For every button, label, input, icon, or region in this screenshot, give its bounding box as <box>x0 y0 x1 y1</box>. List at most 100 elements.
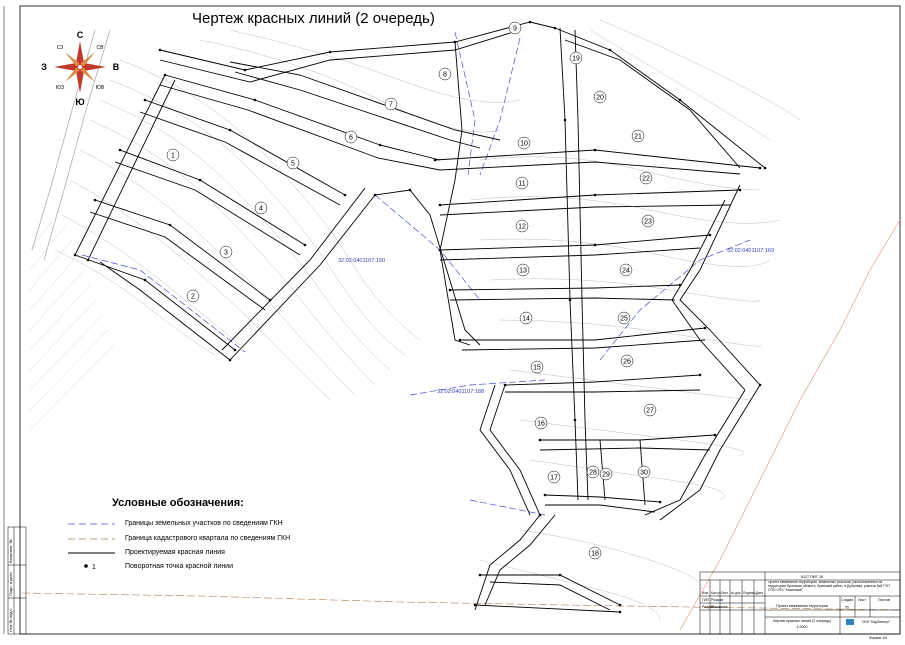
block-number-circle <box>619 263 633 277</box>
block-number-circle <box>515 176 529 190</box>
turning-points <box>73 20 767 614</box>
stamp-sheet-title: Чертеж красных линий (2 очередь) <box>773 619 831 623</box>
block-number: 25 <box>620 316 628 323</box>
company-logo <box>846 619 854 625</box>
block-number-circle <box>344 130 358 144</box>
stamp-header-izm: Изм. <box>702 591 709 595</box>
block-number: 16 <box>537 421 545 428</box>
stamp-author-role: Разраб. <box>702 605 715 609</box>
block-number-circle <box>517 136 531 150</box>
cadastral-number-labels: 32:02:0401107:190 32:02:0401107:169 32:0… <box>338 248 774 395</box>
stamp-stage: П <box>845 605 848 610</box>
stamp-header-list: Лист <box>721 591 728 595</box>
block-number-circle <box>620 354 634 368</box>
block-number-circle <box>547 470 561 484</box>
block-number-circle <box>617 311 631 325</box>
stamp-header-doc: № док. <box>731 591 741 595</box>
legend-item-red-line: Проектируемая красная линия <box>125 549 225 556</box>
block-number: 5 <box>291 161 295 168</box>
stamp-doc-title: Проект межевания территории <box>776 604 828 608</box>
cadastral-label: 32:02:0401107:188 <box>437 389 484 395</box>
legend-item-quarter-boundary: Граница кадастрового квартала по сведени… <box>125 535 291 542</box>
block-number: 27 <box>646 408 654 415</box>
vegetation-hatching <box>29 209 115 431</box>
block-number-circle <box>166 148 180 162</box>
block-number: 8 <box>443 72 447 79</box>
side-stamp-inv: Инв.№ подл. <box>8 608 13 632</box>
block-number-circle <box>186 289 200 303</box>
block-number: 10 <box>520 141 528 148</box>
terrain-contours <box>54 19 801 621</box>
compass-ne: СВ <box>97 45 105 51</box>
stamp-author-name: Макарова <box>711 605 728 609</box>
legend-item-turning-point: Поворотная точка красной линии <box>125 563 234 570</box>
title-block-text: К127.ПМТ-16 Изм. Кол.уч. Лист № док. Под… <box>702 575 890 640</box>
legend-marker-number: 1 <box>92 564 96 571</box>
stamp-header-date: Дата <box>756 591 763 595</box>
block-number: 9 <box>513 26 517 33</box>
stamp-scale: 1:2000 <box>797 625 808 629</box>
block-number: 26 <box>623 359 631 366</box>
compass-se: ЮВ <box>96 85 105 91</box>
block-number-circle <box>515 219 529 233</box>
block-number: 13 <box>519 268 527 275</box>
legend-title: Условные обозначения: <box>112 497 244 509</box>
side-stamp-text: Взам.инв. № Подп. и дата Инв.№ подл. <box>8 539 13 632</box>
block-number: 14 <box>522 316 530 323</box>
block-number-circle <box>519 311 533 325</box>
compass-rose: С Ю З В СЗ СВ ЮЗ ЮВ <box>41 30 120 107</box>
block-number-circle <box>254 201 268 215</box>
block-number-circle <box>637 465 651 479</box>
compass-north-arrow <box>76 41 84 67</box>
block-number: 17 <box>550 475 558 482</box>
block-number-circle <box>569 51 583 65</box>
block-number-circle <box>438 67 452 81</box>
block-number-circle <box>643 403 657 417</box>
side-stamp-replace: Взам.инв. № <box>8 539 13 563</box>
block-number: 7 <box>389 102 393 109</box>
block-number-circle <box>641 214 655 228</box>
block-number-circle <box>639 171 653 185</box>
block-number-circle <box>534 416 548 430</box>
stamp-company: ООО "КадЭксперт" <box>862 620 890 624</box>
block-number: 15 <box>533 365 541 372</box>
compass-s: Ю <box>75 97 84 107</box>
block-number-circle <box>588 546 602 560</box>
projected-red-lines <box>74 21 766 613</box>
legend-item-land-boundaries: Границы земельных участков по сведениям … <box>125 520 283 527</box>
stamp-sheet-header: Лист <box>858 598 866 602</box>
side-stamp-sign: Подп. и дата <box>8 572 13 596</box>
block-number: 28 <box>589 470 597 477</box>
stamp-code: К127.ПМТ-16 <box>801 575 823 579</box>
block-number-circle <box>631 129 645 143</box>
block-number: 22 <box>642 176 650 183</box>
block-number: 18 <box>591 551 599 558</box>
stamp-stage-header: Стадия <box>841 598 853 602</box>
cadastral-quarter-boundary <box>21 592 901 611</box>
block-number-circle <box>516 263 530 277</box>
block-number-circle <box>286 156 300 170</box>
block-number-circle <box>599 467 613 481</box>
block-number: 24 <box>622 268 630 275</box>
stamp-gip-role: ГИП <box>702 598 710 602</box>
drawing-title: Чертеж красных линий (2 очередь) <box>192 10 435 27</box>
stamp-sheets-header: Листов <box>878 598 890 602</box>
stamp-header-sign: Подпись <box>743 591 756 595</box>
block-number: 1 <box>171 153 175 160</box>
side-stamp <box>7 526 27 635</box>
sheet-frame <box>19 5 901 635</box>
block-number: 12 <box>518 224 526 231</box>
cadastral-label: 32:02:0401107:169 <box>727 248 774 254</box>
block-number: 6 <box>349 135 353 142</box>
stamp-gip-name: Рожков <box>711 598 723 602</box>
block-number: 4 <box>259 206 263 213</box>
block-number: 23 <box>644 219 652 226</box>
cadastral-label: 32:02:0401107:190 <box>338 258 385 264</box>
compass-n: С <box>77 30 84 40</box>
block-number: 11 <box>518 181 525 188</box>
title-block <box>699 571 901 635</box>
block-number-circle <box>530 360 544 374</box>
block-number: 3 <box>224 250 228 257</box>
